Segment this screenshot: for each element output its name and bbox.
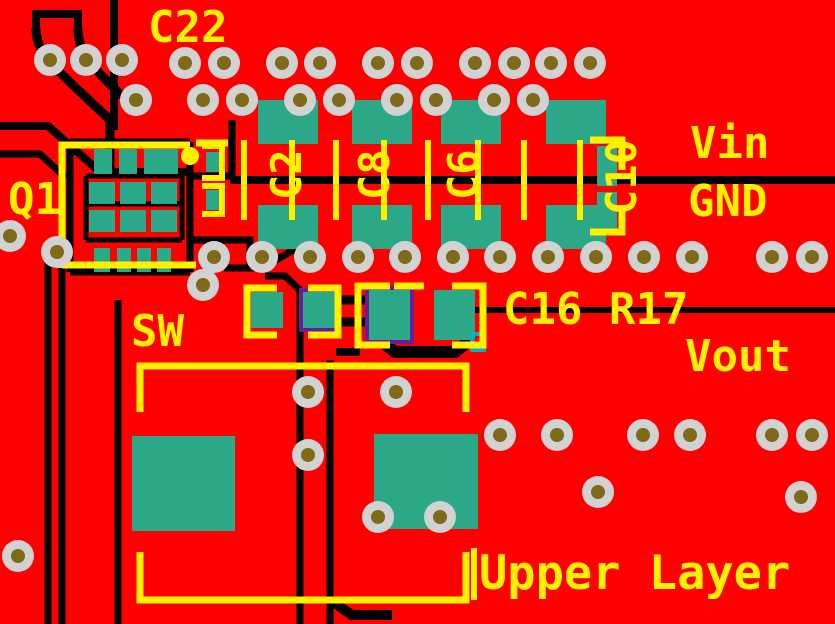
via: [2, 540, 34, 572]
pad-c16-a: [303, 292, 336, 328]
via: [304, 47, 336, 79]
via: [627, 419, 659, 451]
pad-q1-c4: [89, 210, 115, 232]
via: [580, 241, 612, 273]
via: [381, 84, 413, 116]
via: [535, 47, 567, 79]
silkscreen-outline-group: [58, 136, 626, 604]
via: [284, 84, 316, 116]
pad-q1-c6: [151, 210, 177, 232]
pad-r-left: [251, 292, 283, 328]
pad-extra-2: [206, 190, 220, 210]
via: [34, 44, 66, 76]
silk-dot-testpoint: [181, 147, 199, 165]
via: [362, 501, 394, 533]
via: [437, 241, 469, 273]
via: [266, 47, 298, 79]
via: [459, 47, 491, 79]
via: [120, 84, 152, 116]
pad-q1-c3: [151, 182, 177, 204]
via: [198, 241, 230, 273]
via: [756, 419, 788, 451]
via: [226, 84, 258, 116]
via: [106, 44, 138, 76]
via: [187, 269, 219, 301]
trace-group-lower: [326, 348, 392, 624]
designator-c6: C6: [439, 149, 488, 200]
via: [478, 84, 510, 116]
pad-extra-4: [597, 192, 617, 232]
net-label-vin: Vin: [690, 118, 770, 169]
via: [70, 44, 102, 76]
designator-c16-r17: C16 R17: [503, 284, 689, 335]
designator-c8: C8: [350, 149, 399, 200]
via: [342, 241, 374, 273]
via: [628, 241, 660, 273]
pad-q1-c1: [89, 182, 115, 204]
designator-c22: C22: [148, 2, 228, 53]
pad-extra-3: [597, 146, 617, 186]
via: [484, 241, 516, 273]
via: [292, 376, 324, 408]
via-group: [0, 44, 828, 572]
via: [785, 481, 817, 513]
designator-c10: C10: [597, 139, 646, 215]
via: [676, 241, 708, 273]
via: [41, 236, 73, 268]
via: [756, 241, 788, 273]
designator-q1: Q1: [8, 174, 61, 225]
via: [420, 84, 452, 116]
via: [517, 84, 549, 116]
via: [541, 419, 573, 451]
via: [389, 241, 421, 273]
net-label-gnd: GND: [688, 176, 768, 227]
layer-title: Upper Layer: [479, 546, 791, 601]
pad-sw-left: [132, 436, 235, 531]
via: [362, 47, 394, 79]
pad-q1-c5: [120, 210, 146, 232]
via: [208, 47, 240, 79]
via: [796, 419, 828, 451]
pad-q1-c2: [120, 182, 146, 204]
via: [674, 419, 706, 451]
pad-q1-t1: [94, 149, 112, 174]
net-label-vout: Vout: [685, 331, 791, 382]
via: [424, 501, 456, 533]
copper-pad-group: [89, 100, 617, 531]
via: [0, 220, 26, 252]
via: [169, 47, 201, 79]
via: [401, 47, 433, 79]
via: [246, 241, 278, 273]
via: [323, 84, 355, 116]
pad-extra-1: [206, 152, 220, 172]
via: [574, 47, 606, 79]
via: [484, 419, 516, 451]
via: [380, 376, 412, 408]
designator-sw: SW: [131, 306, 184, 357]
via: [532, 241, 564, 273]
via: [796, 241, 828, 273]
via: [294, 241, 326, 273]
via: [187, 84, 219, 116]
pad-c16-b: [369, 290, 410, 340]
via: [292, 439, 324, 471]
via: [498, 47, 530, 79]
trace-group-left: [0, 0, 190, 624]
pad-q1-t2: [119, 149, 137, 174]
pad-q1-t3: [144, 149, 178, 174]
designator-c2: C2: [262, 149, 311, 200]
via: [582, 476, 614, 508]
pad-r17: [434, 290, 475, 340]
